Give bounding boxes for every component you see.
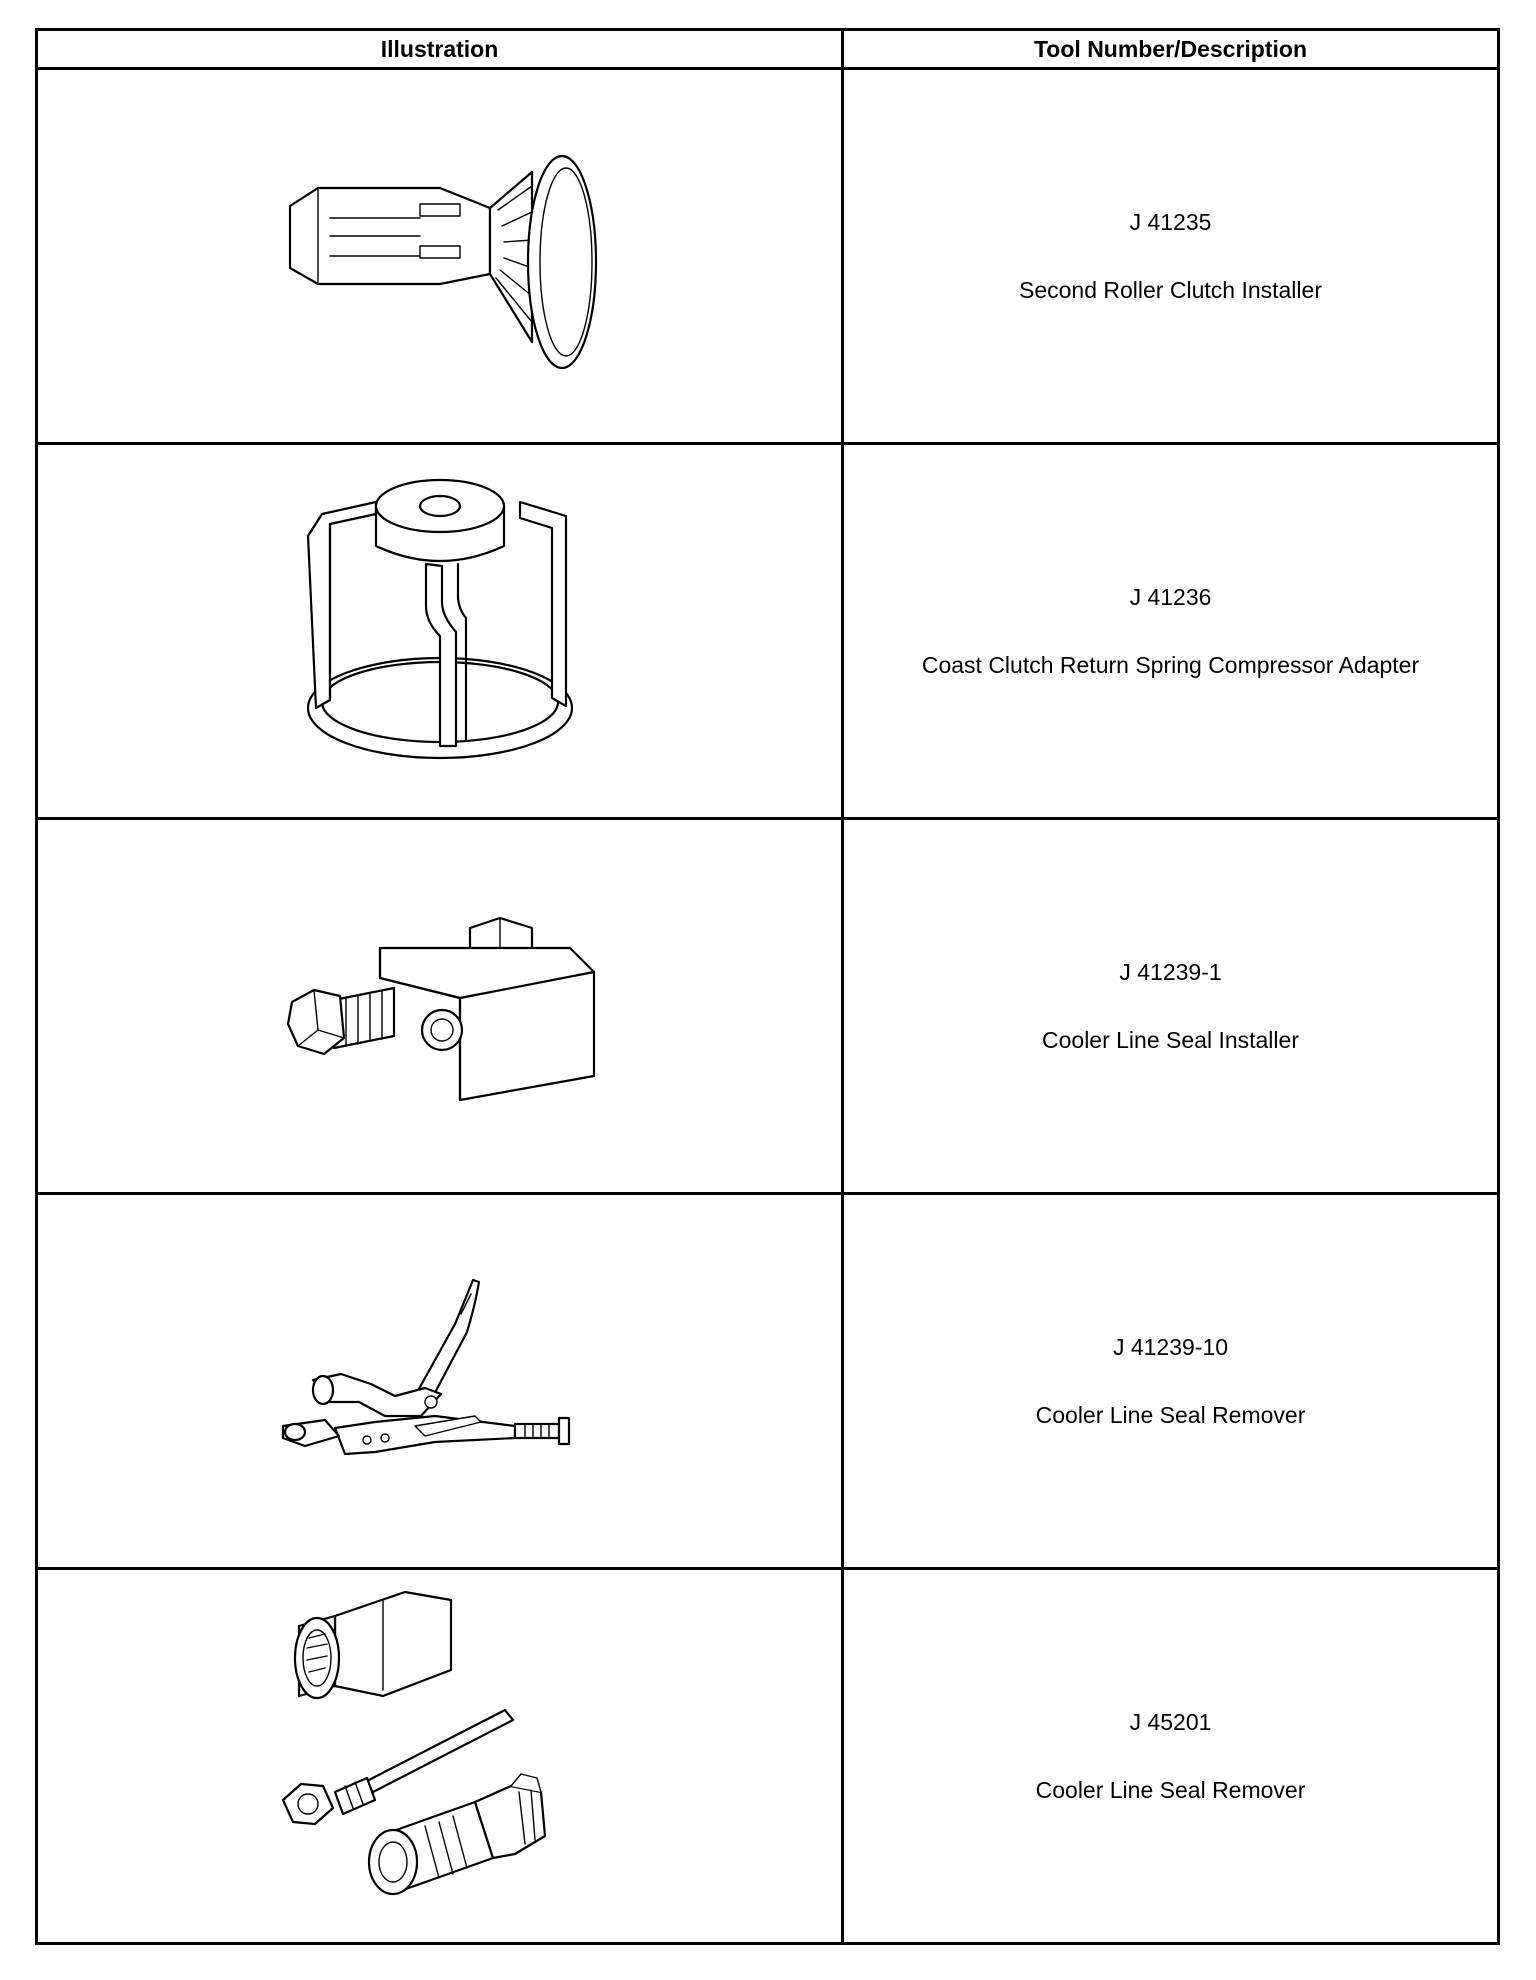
illustration-cell [35, 1567, 844, 1945]
tool-number: J 41239-10 [1112, 1334, 1229, 1360]
tool-description: Cooler Line Seal Remover [1035, 1777, 1306, 1803]
tool-description: Cooler Line Seal Installer [1042, 1027, 1299, 1053]
illustration-cell [35, 67, 844, 445]
special-tools-table: Illustration Tool Number/Description [35, 28, 1500, 1945]
header-tool-number-description: Tool Number/Description [841, 28, 1500, 70]
table-row: J 41239-1 Cooler Line Seal Installer [35, 817, 1500, 1195]
seal-remover-pliers-icon [281, 1278, 570, 1456]
tool-description-cell: J 41235 Second Roller Clutch Installer [841, 67, 1500, 445]
table-row: J 41236 Coast Clutch Return Spring Compr… [35, 442, 1500, 820]
tool-description-cell: J 41239-1 Cooler Line Seal Installer [841, 817, 1500, 1195]
table-row: J 41239-10 Cooler Line Seal Remover [35, 1192, 1500, 1570]
tool-description: Coast Clutch Return Spring Compressor Ad… [921, 652, 1420, 678]
table-row: J 45201 Cooler Line Seal Remover [35, 1567, 1500, 1945]
tool-number: J 41236 [1129, 584, 1212, 610]
seal-installer-icon [286, 916, 595, 1102]
tool-description: Second Roller Clutch Installer [1019, 277, 1322, 303]
tool-number: J 41235 [1129, 209, 1212, 235]
tool-number: J 45201 [1129, 1709, 1212, 1735]
table-row: J 41235 Second Roller Clutch Installer [35, 67, 1500, 445]
roller-clutch-installer-icon [288, 154, 597, 370]
header-illustration: Illustration [35, 28, 844, 70]
illustration-cell [35, 817, 844, 1195]
illustration-cell [35, 1192, 844, 1570]
tool-description-cell: J 41236 Coast Clutch Return Spring Compr… [841, 442, 1500, 820]
table-header-row: Illustration Tool Number/Description [35, 28, 1500, 70]
tool-description: Cooler Line Seal Remover [1035, 1402, 1306, 1428]
illustration-cell [35, 442, 844, 820]
tool-description-cell: J 45201 Cooler Line Seal Remover [841, 1567, 1500, 1945]
seal-remover-kit-icon [281, 1590, 546, 1896]
tool-description-cell: J 41239-10 Cooler Line Seal Remover [841, 1192, 1500, 1570]
spring-compressor-adapter-icon [306, 478, 573, 760]
tool-number: J 41239-1 [1119, 959, 1222, 985]
